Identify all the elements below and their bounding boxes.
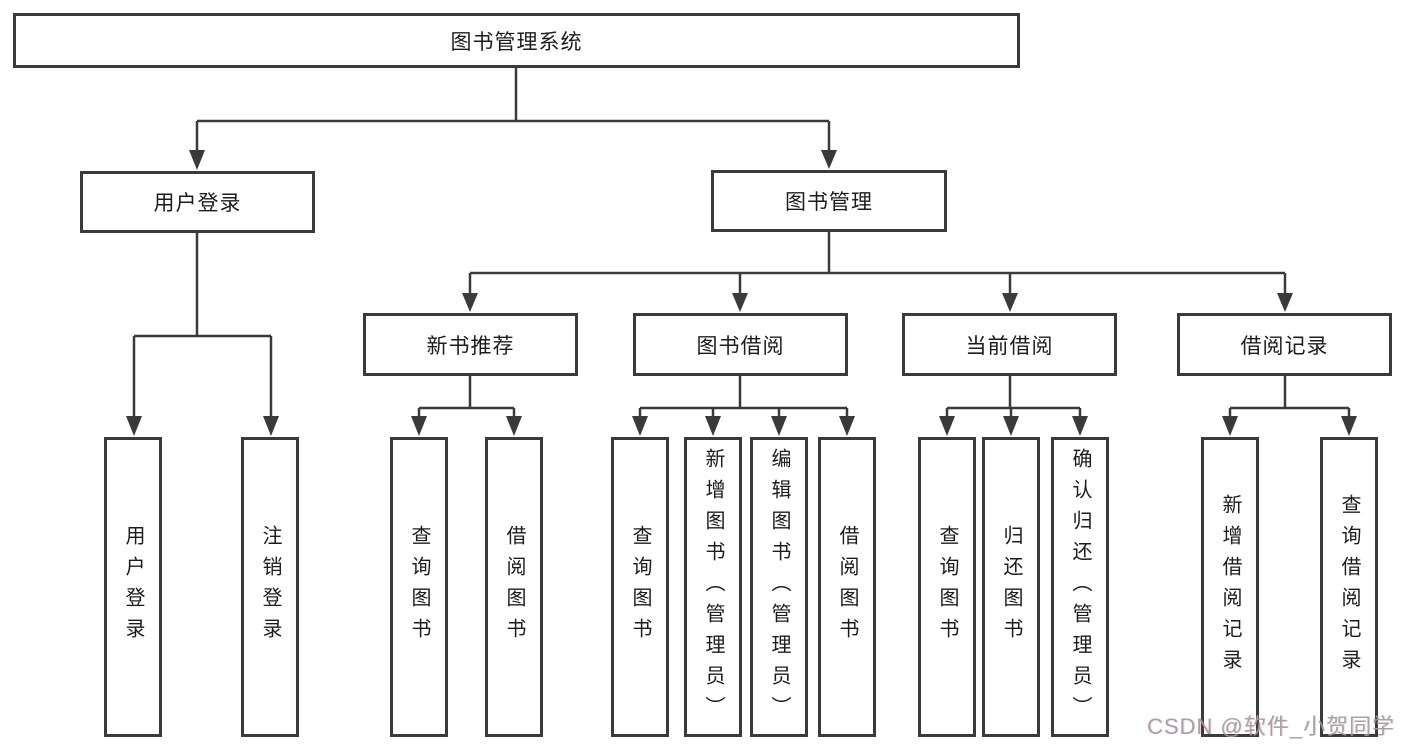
leaf-add-borrow-record: 新增借阅记录 — [1201, 437, 1259, 737]
leaf-edit-books-admin: 编辑图书（管理员） — [750, 437, 808, 737]
node-library-management-system: 图书管理系统 — [13, 13, 1020, 68]
leaf-label: 归还图书 — [1000, 525, 1022, 649]
leaf-add-books-admin: 新增图书（管理员） — [684, 437, 742, 737]
node-user-login: 用户登录 — [80, 171, 315, 233]
leaf-logout: 注销登录 — [241, 437, 299, 737]
leaf-confirm-return-admin: 确认归还（管理员） — [1051, 437, 1109, 737]
leaf-label: 查询借阅记录 — [1338, 494, 1360, 680]
leaf-user-login: 用户登录 — [104, 437, 162, 737]
node-book-management: 图书管理 — [711, 170, 947, 232]
leaf-label: 编辑图书（管理员） — [768, 447, 790, 727]
node-label: 当前借阅 — [965, 334, 1054, 358]
node-current-borrow: 当前借阅 — [902, 313, 1117, 376]
leaf-label: 用户登录 — [122, 525, 144, 649]
leaf-label: 查询图书 — [936, 525, 958, 649]
node-label: 图书借阅 — [696, 334, 785, 358]
node-book-borrow: 图书借阅 — [633, 313, 848, 376]
node-label: 图书管理系统 — [450, 30, 583, 54]
leaf-label: 确认归还（管理员） — [1069, 447, 1091, 727]
leaf-label: 查询图书 — [408, 525, 430, 649]
leaf-label: 查询图书 — [629, 525, 651, 649]
leaf-label: 新增图书（管理员） — [702, 447, 724, 727]
node-label: 用户登录 — [153, 192, 242, 215]
leaf-label: 注销登录 — [259, 525, 281, 649]
leaf-recommend-borrow-books: 借阅图书 — [485, 437, 543, 737]
node-label: 借阅记录 — [1240, 334, 1329, 358]
node-new-book-recommend: 新书推荐 — [363, 313, 578, 376]
node-label: 新书推荐 — [426, 334, 515, 358]
leaf-label: 新增借阅记录 — [1219, 494, 1241, 680]
leaf-borrow-books: 借阅图书 — [818, 437, 876, 737]
node-label: 图书管理 — [785, 191, 873, 214]
node-borrow-records: 借阅记录 — [1177, 313, 1392, 376]
leaf-label: 借阅图书 — [503, 525, 525, 649]
csdn-watermark: CSDN @软件_小贺同学 — [1146, 714, 1395, 739]
leaf-borrow-query-books: 查询图书 — [611, 437, 669, 737]
leaf-recommend-query-books: 查询图书 — [390, 437, 448, 737]
leaf-label: 借阅图书 — [836, 525, 858, 649]
leaf-return-books: 归还图书 — [982, 437, 1040, 737]
leaf-query-borrow-record: 查询借阅记录 — [1320, 437, 1378, 737]
leaf-current-query-books: 查询图书 — [918, 437, 976, 737]
